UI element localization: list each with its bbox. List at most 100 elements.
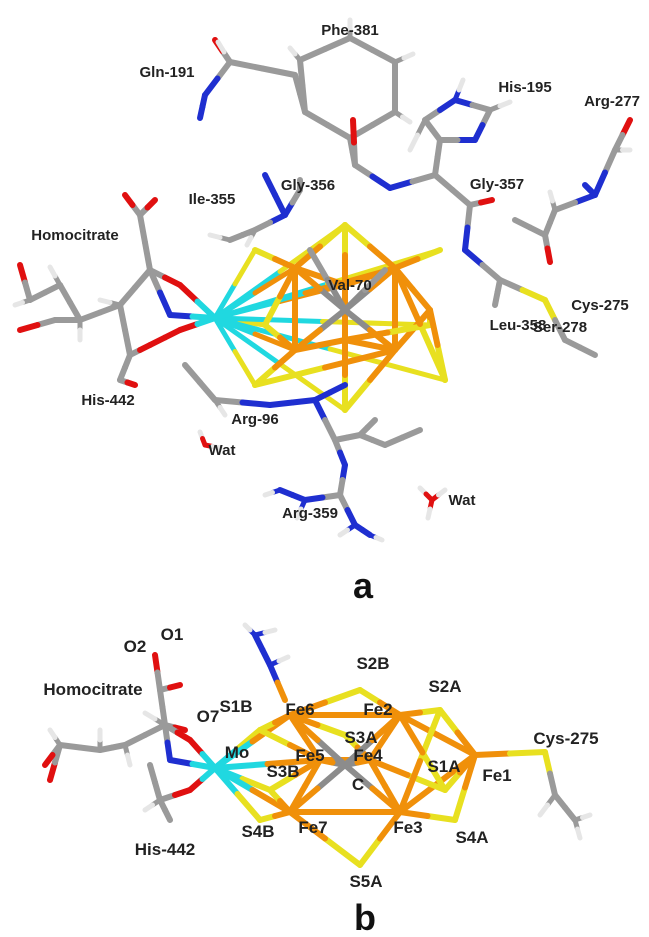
s-fe-half-1 xyxy=(287,742,323,763)
label-gly-356: Gly-356 xyxy=(281,177,335,194)
label-his-442: His-442 xyxy=(81,392,134,409)
h-bond-half-1 xyxy=(142,710,158,722)
mo-s-half-1 xyxy=(232,247,258,287)
label-o2: O2 xyxy=(124,637,147,656)
s-fe-half-1 xyxy=(454,729,478,758)
label-o7: O7 xyxy=(197,707,220,726)
cys275-chain-half-1 xyxy=(577,344,598,358)
s-fe-half-0 xyxy=(342,222,373,250)
gly357-chain-half-1 xyxy=(478,197,495,206)
arg96-chain-half-0 xyxy=(267,399,296,408)
s-fe-half-1 xyxy=(397,758,423,815)
leu358-chain-half-0 xyxy=(462,247,486,268)
s-fe-half-0 xyxy=(317,222,348,250)
label-fe3: Fe3 xyxy=(393,818,422,837)
homocitrate-arm2-half-1 xyxy=(132,267,153,291)
hc-carboxyl-half-1 xyxy=(42,752,56,768)
c-fe-half-0 xyxy=(342,762,376,792)
panel-b-letter: b xyxy=(354,897,376,937)
s-fe-half-0 xyxy=(452,784,468,823)
val70-half-0 xyxy=(342,287,368,313)
label-cys-275: Cys-275 xyxy=(533,729,598,748)
his195-ring-half-1 xyxy=(437,97,458,113)
homocitrate-arm1-half-1 xyxy=(17,322,41,333)
h-bond-half-1 xyxy=(276,654,291,664)
cys275-b-half-1 xyxy=(507,749,548,757)
mo-fe-half-1 xyxy=(252,265,298,296)
h-bond-half-1 xyxy=(262,490,275,498)
val70-half-1 xyxy=(362,267,388,293)
gln-chain-half-1 xyxy=(292,72,303,97)
leu358-chain-half-1 xyxy=(462,224,471,253)
c-fe-half-1 xyxy=(292,265,323,292)
mo-fe-half-0 xyxy=(212,738,256,771)
homocitrate-arm1-half-0 xyxy=(57,282,73,306)
h-bond-half-1 xyxy=(400,114,413,125)
arg96-chain-half-0 xyxy=(212,397,246,406)
homocitrate-arm1-half-0 xyxy=(17,262,28,286)
c-fe-half-0 xyxy=(342,737,376,768)
c-fe-half-1 xyxy=(292,327,323,353)
label-fe4: Fe4 xyxy=(353,746,383,765)
leu358-chain-half-1 xyxy=(492,289,501,308)
homocitrate-arm2-half-0 xyxy=(117,284,138,308)
homocitrate-arm2-half-1 xyxy=(144,197,158,211)
arg359-side-half-1 xyxy=(399,427,423,441)
s-fe-half-1 xyxy=(427,307,441,348)
homocitrate-arm2-half-1 xyxy=(137,212,148,246)
label-val-70: Val-70 xyxy=(328,277,371,294)
s-fe-half-1 xyxy=(342,329,391,343)
h-bond-half-1 xyxy=(575,826,583,841)
s-fe-half-0 xyxy=(417,321,448,383)
h-bond-half-1 xyxy=(244,235,254,248)
c-fe-half-1 xyxy=(367,327,398,353)
mo-s-half-1 xyxy=(239,776,273,793)
mo-s-half-1 xyxy=(277,361,348,413)
water-2-half-1 xyxy=(436,487,448,498)
label-s1a: S1A xyxy=(427,757,460,776)
gly357-chain-half-0 xyxy=(352,162,376,180)
hc-arm-half-1 xyxy=(77,744,103,753)
arg96-chain-half-1 xyxy=(197,379,218,403)
panel-a-letter: a xyxy=(353,565,374,606)
mo-s-half-1 xyxy=(327,346,448,383)
h-bond-half-1 xyxy=(262,627,278,635)
arg96-chain-half-1 xyxy=(327,382,348,396)
h-bond-half-1 xyxy=(217,405,228,418)
mo-s-half-0 xyxy=(212,315,238,354)
cys275-chain-half-0 xyxy=(497,277,526,293)
gln-chain-half-1 xyxy=(227,59,266,72)
his442-ring-half-0 xyxy=(117,302,128,333)
h-bond-half-1 xyxy=(537,802,550,818)
val70-half-1 xyxy=(324,277,348,313)
arg359-top-half-1 xyxy=(364,417,378,431)
gln-amide-half-0 xyxy=(214,59,233,82)
s-fe-half-0 xyxy=(322,835,363,868)
s-fe-half-1 xyxy=(392,265,423,327)
h-bond-half-1 xyxy=(401,51,416,61)
h-bond-half-1 xyxy=(456,77,466,93)
his442-b-half-0 xyxy=(167,757,196,767)
c-fe-half-0 xyxy=(314,737,348,768)
fe-fe-half-0 xyxy=(392,327,416,353)
s-fe-half-0 xyxy=(414,247,443,262)
homocitrate-arm1-half-0 xyxy=(34,317,58,328)
s-fe-half-0 xyxy=(314,722,348,738)
label-gly-357: Gly-357 xyxy=(470,176,524,193)
s-fe-half-0 xyxy=(419,749,448,793)
ser278-chain-half-0 xyxy=(572,192,598,206)
h-bond-half-1 xyxy=(337,527,350,538)
h-bond-half-1 xyxy=(497,99,513,109)
arg277-chain-half-0 xyxy=(602,147,618,176)
leu358-chain-half-0 xyxy=(464,202,473,231)
s-fe-half-1 xyxy=(322,347,398,371)
s-fe-half-0 xyxy=(437,707,461,736)
mo-fe-half-0 xyxy=(212,290,308,321)
mo-s-half-1 xyxy=(237,319,268,328)
h-bond-half-1 xyxy=(207,232,223,240)
fe-fe-half-1 xyxy=(317,337,348,348)
s-fe-half-0 xyxy=(252,364,278,388)
mo-s-half-1 xyxy=(320,319,433,328)
arg359-top-half-1 xyxy=(322,417,338,443)
